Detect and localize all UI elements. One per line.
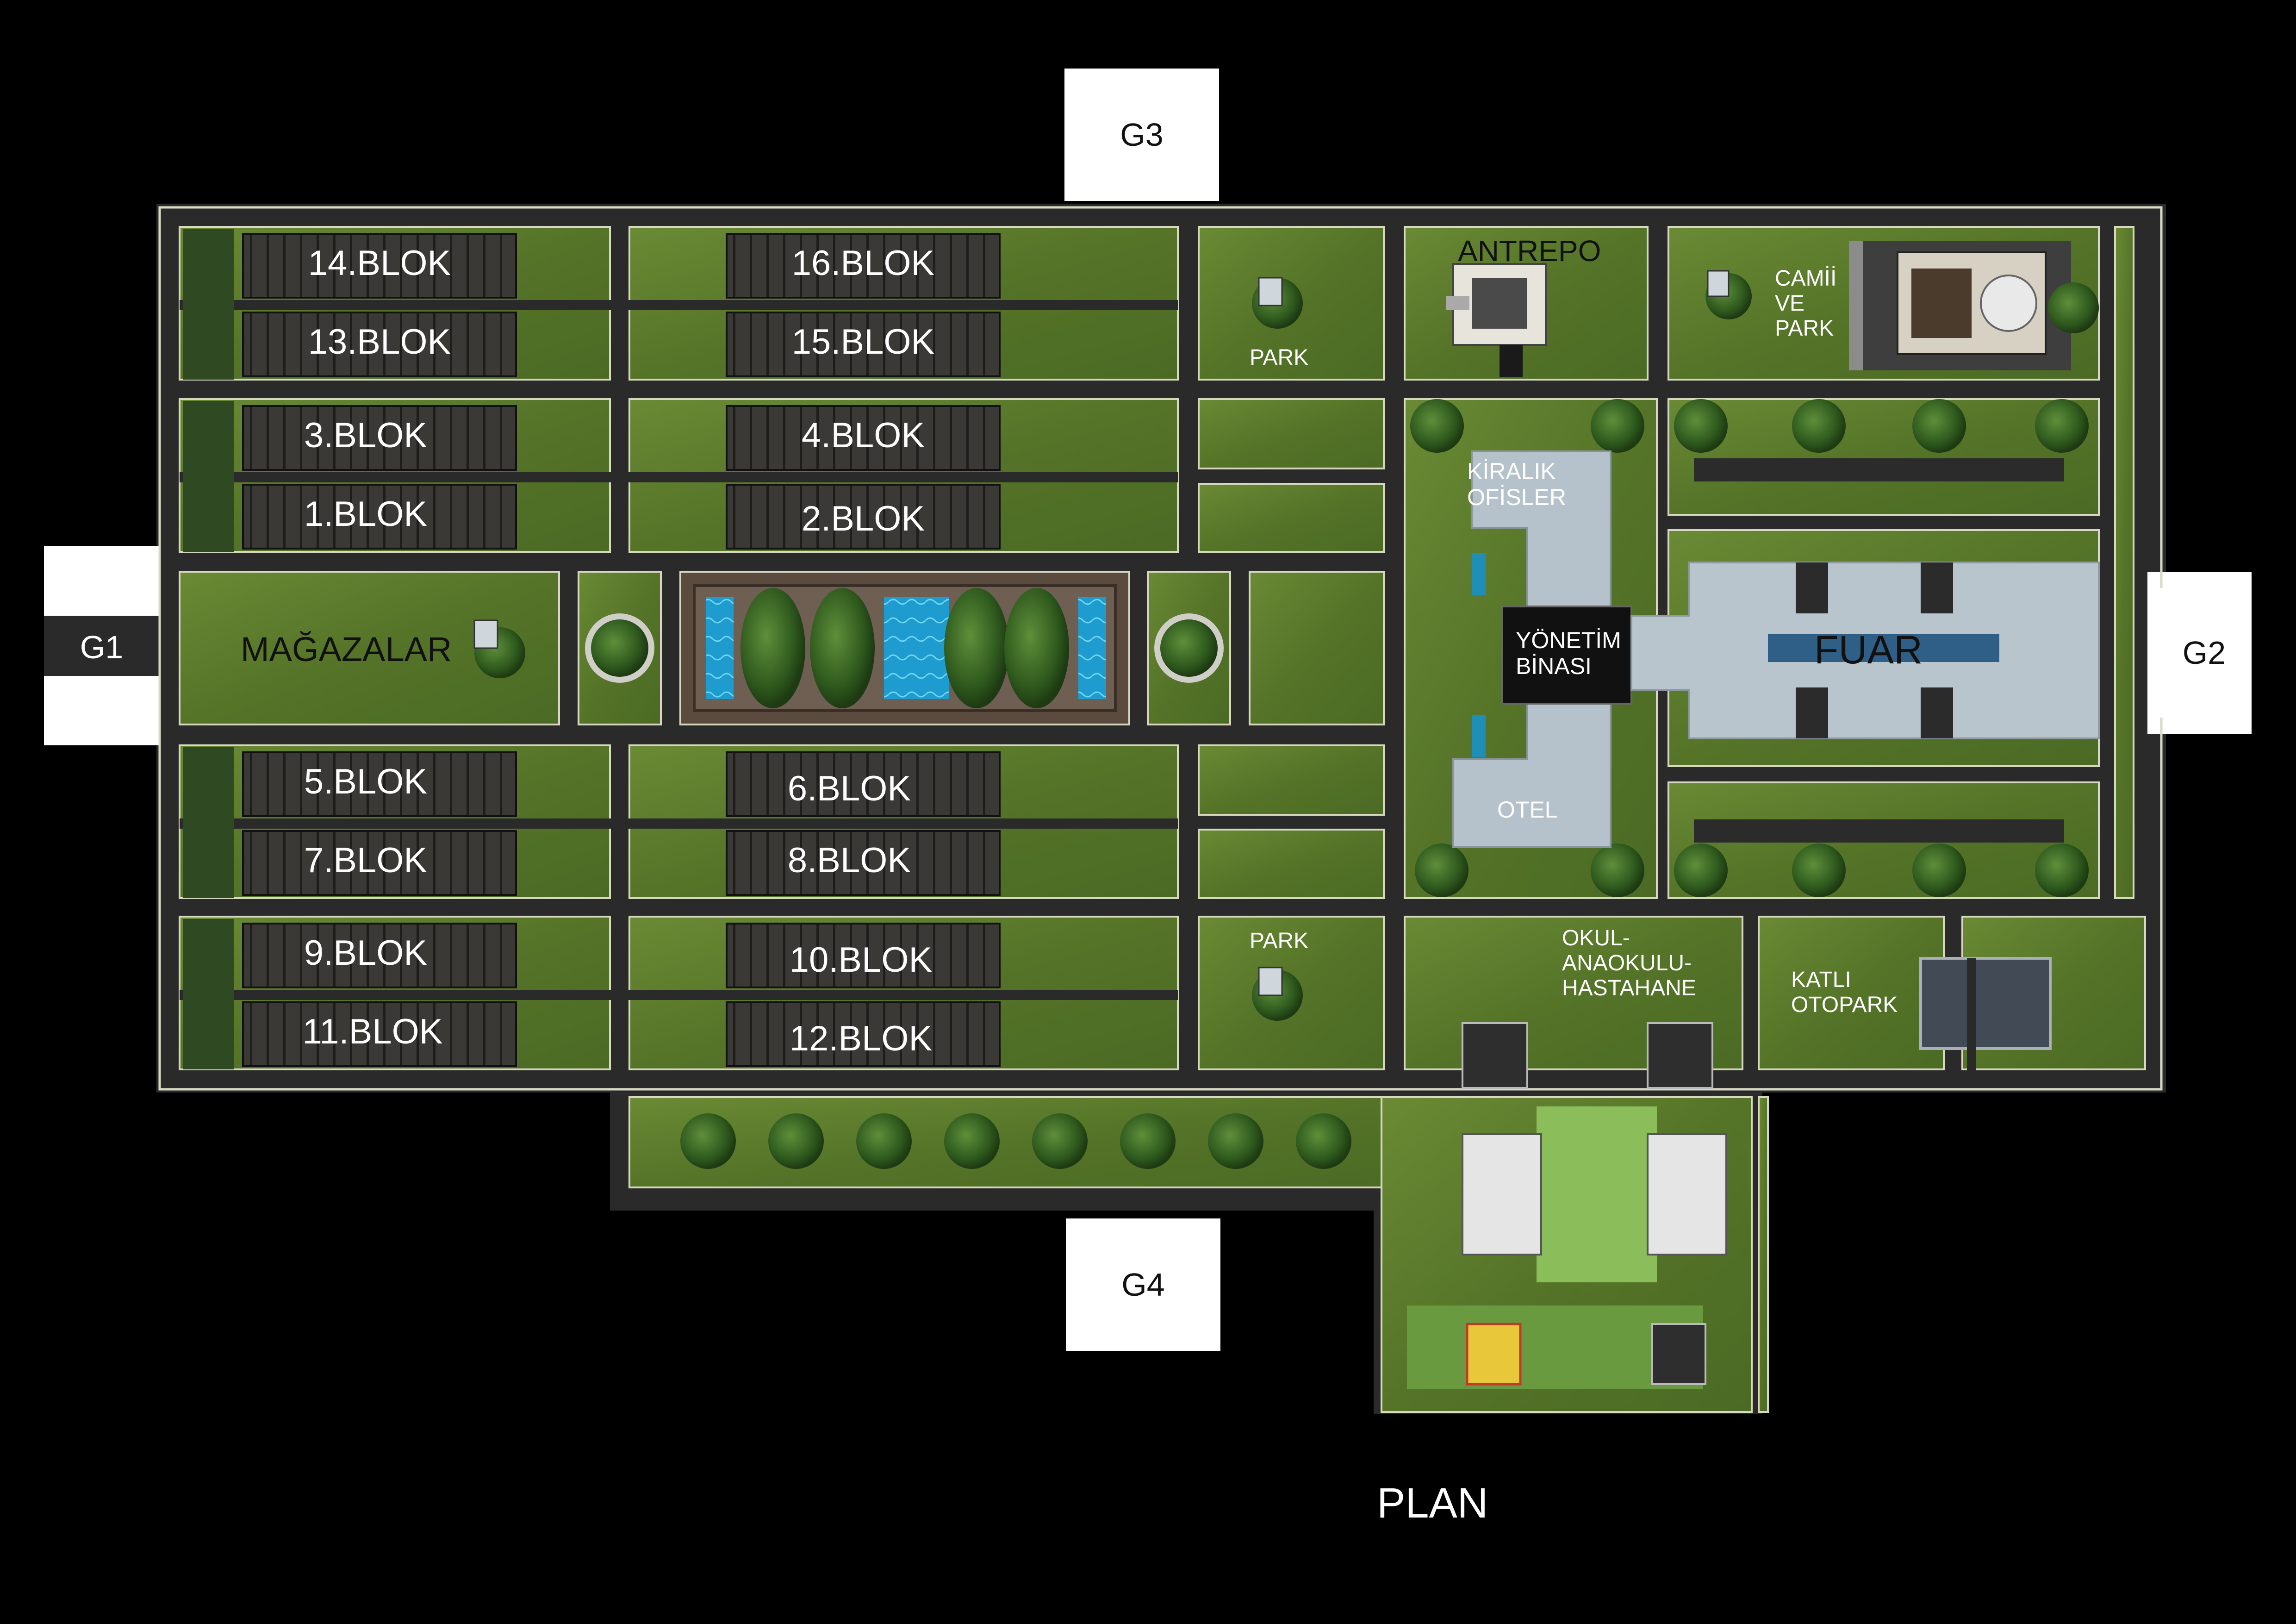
- plan-title: PLAN: [1377, 1480, 1488, 1527]
- block-3-label: 3.BLOK: [304, 416, 428, 455]
- block-7-label: 7.BLOK: [304, 841, 428, 880]
- park-bottom-label: PARK: [1250, 929, 1309, 953]
- residential-blocks: [242, 233, 1001, 1067]
- gate-g4: G4: [1066, 1218, 1220, 1351]
- block-6-label: 6.BLOK: [787, 769, 911, 808]
- gate-g3-label: G3: [1120, 117, 1164, 153]
- gate-g1: G1: [45, 620, 158, 674]
- magazalar-label: MAĞAZALAR: [241, 630, 452, 668]
- okul-hastane-label: OKUL- ANAOKULU- HASTAHANE: [1562, 926, 1696, 1000]
- gate-g2-label: G2: [2182, 635, 2226, 671]
- block-5-label: 5.BLOK: [304, 762, 428, 801]
- block-10-label: 10.BLOK: [789, 940, 933, 980]
- block-15-label: 15.BLOK: [791, 322, 935, 362]
- gate-g2: G2: [2157, 588, 2252, 718]
- park-top-label: PARK: [1250, 345, 1309, 370]
- gate-g1-label: G1: [80, 629, 124, 665]
- gate-g3: G3: [1064, 69, 1219, 201]
- block-8-label: 8.BLOK: [787, 841, 911, 880]
- antrepo-label: ANTREPO: [1458, 234, 1601, 268]
- block-16-label: 16.BLOK: [791, 244, 935, 283]
- block-14-label: 14.BLOK: [308, 244, 451, 283]
- kiralik-ofisler-label: KİRALIK OFİSLER: [1467, 458, 1566, 510]
- block-13-label: 13.BLOK: [308, 322, 451, 362]
- block-2-label: 2.BLOK: [801, 499, 925, 538]
- block-4-label: 4.BLOK: [801, 416, 925, 455]
- block-9-label: 9.BLOK: [304, 933, 428, 973]
- fuar-label: FUAR: [1814, 628, 1923, 672]
- park-icons: [473, 277, 1303, 1021]
- block-11-label: 11.BLOK: [302, 1012, 443, 1051]
- katli-otopark-label: KATLI OTOPARK: [1791, 968, 1898, 1017]
- yonetim-binasi-label: YÖNETİM BİNASI: [1516, 627, 1621, 679]
- cami-label: CAMİİ VE PARK: [1775, 266, 1837, 341]
- block-1-label: 1.BLOK: [304, 494, 428, 534]
- otel-label: OTEL: [1497, 797, 1558, 823]
- block-12-label: 12.BLOK: [789, 1019, 933, 1058]
- gate-g4-label: G4: [1121, 1267, 1165, 1303]
